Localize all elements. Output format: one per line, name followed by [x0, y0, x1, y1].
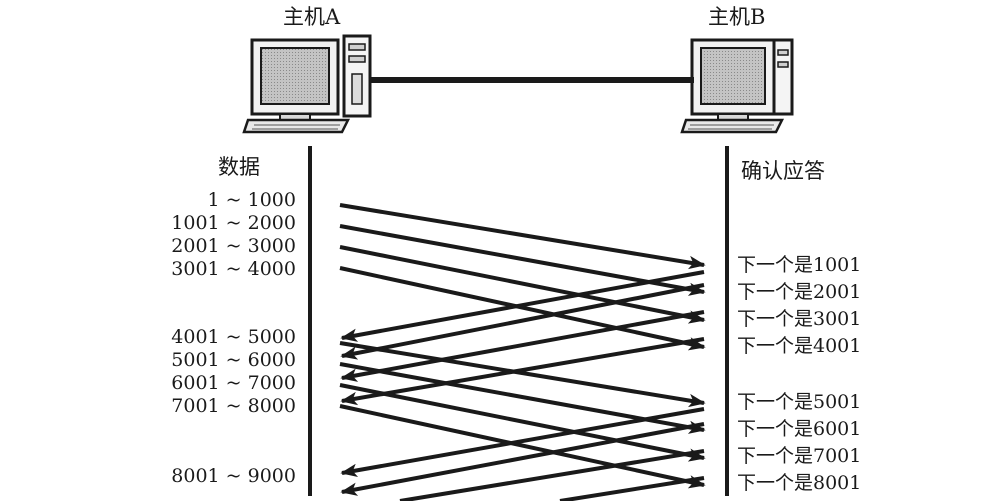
ack-arrow-6: [340, 422, 705, 496]
ack-arrow-4: [340, 337, 705, 406]
segment-label-5: 4001 ~ 5000: [171, 326, 296, 348]
ack-arrow-2: [340, 283, 705, 360]
segment-labels: 1 ~ 1000 1001 ~ 2000 2001 ~ 3000 3001 ~ …: [171, 189, 296, 487]
ack-label-3: 下一个是3001: [737, 308, 861, 330]
ack-label-6: 下一个是6001: [737, 418, 861, 440]
data-arrow-2: [339, 224, 706, 296]
ack-label-5: 下一个是5001: [737, 391, 861, 413]
ack-label-8: 下一个是8001: [737, 472, 861, 494]
data-arrow-8: [339, 404, 706, 489]
segment-label-4: 3001 ~ 4000: [171, 258, 296, 280]
ack-arrow-5: [340, 407, 705, 477]
host-b-computer-icon: [680, 38, 794, 134]
host-a-label: 主机A: [283, 5, 341, 29]
host-a-computer-icon: [242, 34, 372, 134]
segment-label-6: 5001 ~ 6000: [171, 349, 296, 371]
data-column-heading: 数据: [218, 155, 260, 179]
segment-label-1: 1 ~ 1000: [208, 189, 296, 211]
data-arrow-5: [339, 341, 706, 408]
ack-label-4: 下一个是4001: [737, 335, 861, 357]
ack-arrow-8: [559, 476, 705, 501]
data-arrow-4: [339, 266, 706, 351]
ack-arrow-3: [340, 310, 705, 382]
segment-label-7: 6001 ~ 7000: [171, 372, 296, 394]
ack-arrow-7: [399, 449, 705, 501]
ack-column-heading: 确认应答: [741, 159, 825, 183]
ack-arrow-1: [340, 270, 705, 342]
data-arrow-1: [339, 203, 706, 270]
segment-label-3: 2001 ~ 3000: [171, 235, 296, 257]
ack-labels: 下一个是1001 下一个是2001 下一个是3001 下一个是4001 下一个是…: [737, 254, 861, 494]
ack-label-1: 下一个是1001: [737, 254, 861, 276]
ack-label-2: 下一个是2001: [737, 281, 861, 303]
host-b-label: 主机B: [708, 5, 765, 29]
segment-label-8: 7001 ~ 8000: [171, 395, 296, 417]
data-arrow-3: [339, 245, 706, 324]
ack-arrows: [340, 270, 705, 501]
segment-label-9: 8001 ~ 9000: [171, 465, 296, 487]
segment-label-2: 1001 ~ 2000: [171, 212, 296, 234]
data-arrow-7: [339, 383, 706, 462]
ack-label-7: 下一个是7001: [737, 445, 861, 467]
